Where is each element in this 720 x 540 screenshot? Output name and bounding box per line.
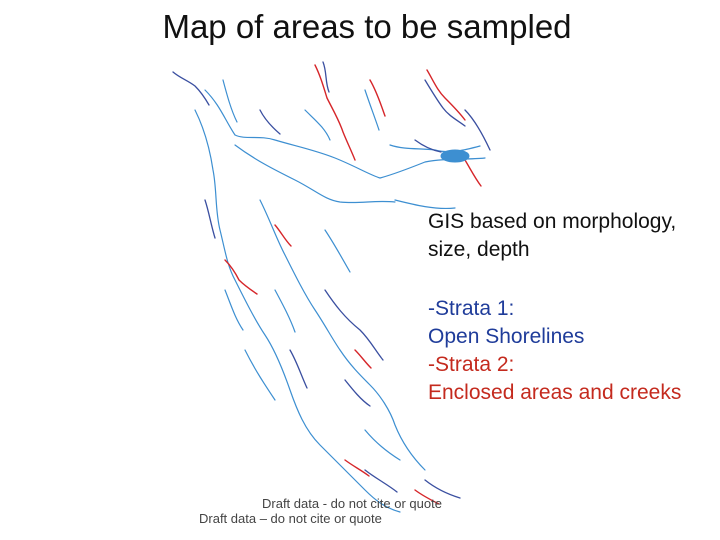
strata-1-name: Open Shorelines bbox=[428, 325, 585, 348]
strata-legend: -Strata 1: Open Shorelines -Strata 2: En… bbox=[428, 295, 708, 407]
strata-2-label: -Strata 2: bbox=[428, 353, 515, 376]
map-svg bbox=[172, 61, 491, 513]
bay-map bbox=[165, 50, 505, 530]
strata-1-label: -Strata 1: bbox=[428, 297, 515, 320]
enclosed-area-segments bbox=[224, 64, 482, 505]
strata-2-name: Enclosed areas and creeks bbox=[428, 381, 682, 404]
draft-note-2: Draft data – do not cite or quote bbox=[199, 511, 382, 526]
page-title: Map of areas to be sampled bbox=[162, 8, 572, 45]
open-shoreline-segments bbox=[172, 61, 491, 499]
gis-description: GIS based on morphology, size, depth bbox=[428, 210, 677, 261]
marsh-area bbox=[440, 149, 470, 163]
draft-note-1: Draft data - do not cite or quote bbox=[262, 496, 442, 511]
